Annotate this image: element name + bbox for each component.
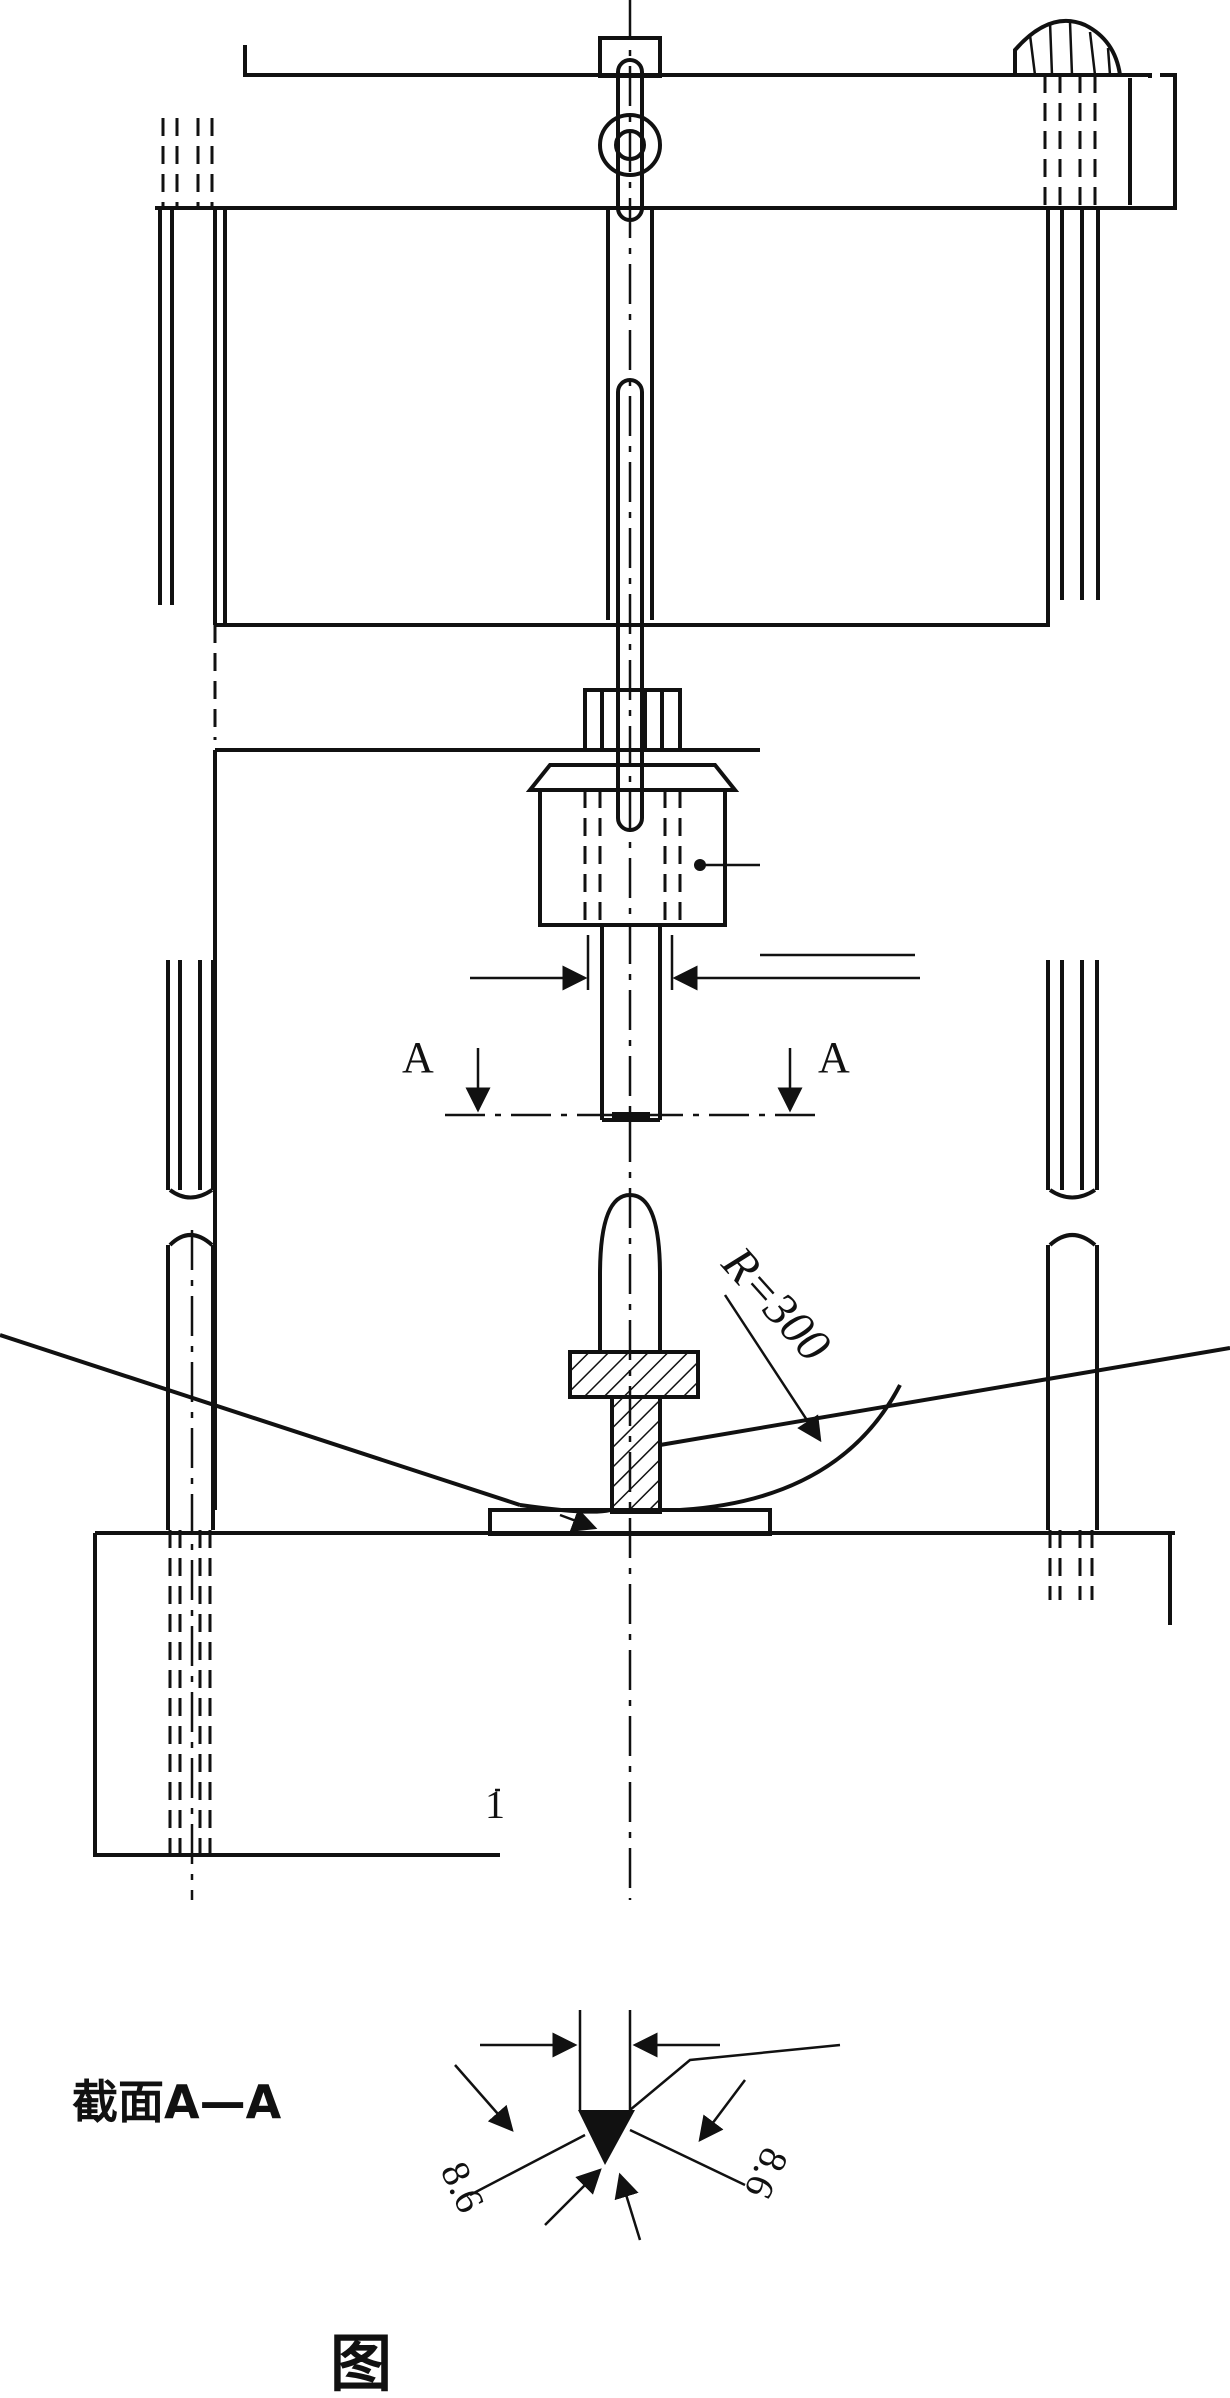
radius-annotation: R=300: [679, 1236, 902, 1512]
right-column-lower: [1046, 960, 1099, 1600]
left-column-upper: [158, 118, 227, 625]
dim-left: 8.6: [432, 2155, 494, 2219]
section-mark-right: A: [818, 1033, 850, 1082]
hanger-hook: [598, 36, 662, 222]
part-number: 1: [485, 1782, 505, 1827]
section-detail: 截面A—A 8.6 8.6: [72, 2010, 841, 2241]
top-nut: [1013, 18, 1122, 76]
central-rod: [606, 0, 654, 1900]
base-plate: 1: [93, 1508, 1175, 1857]
figure-caption: 图: [330, 2327, 392, 2398]
section-mark-left: A: [402, 1033, 434, 1082]
bent-specimen: [0, 1333, 1230, 1532]
right-column-upper: [1043, 75, 1100, 625]
lower-anvil: [568, 1192, 700, 1514]
specimen-rod: [600, 925, 662, 1122]
thickness-dimension: [470, 935, 920, 991]
section-line: A A: [402, 1033, 850, 1117]
dim-right: 8.6: [736, 2141, 798, 2205]
top-plate: [155, 45, 1177, 210]
section-title: 截面A—A: [72, 2075, 282, 2129]
clamp-body: [525, 688, 760, 927]
left-column-lower: [166, 960, 215, 1900]
